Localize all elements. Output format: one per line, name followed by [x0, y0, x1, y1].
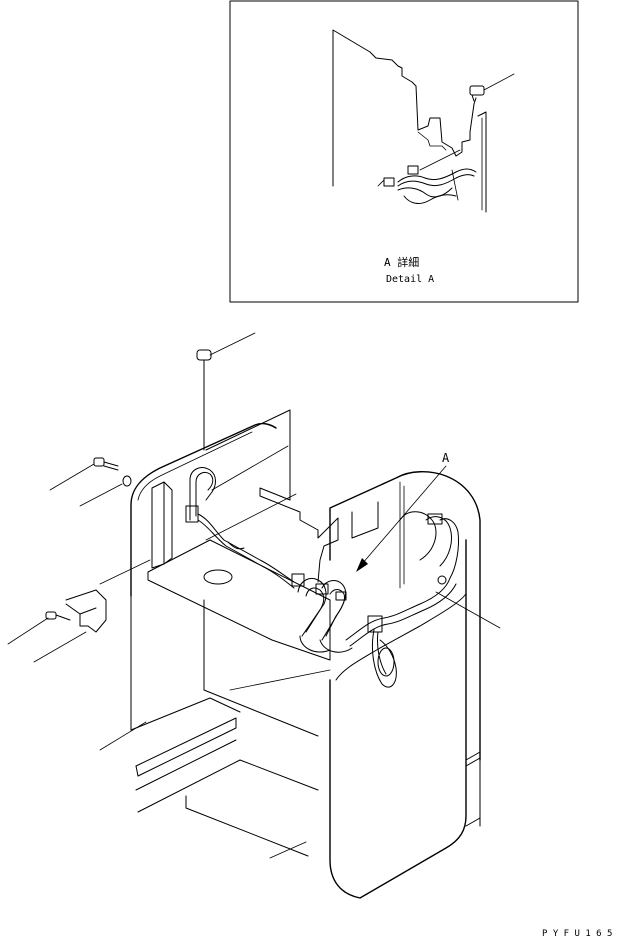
main-assembly: A — [8, 333, 500, 898]
left-cover-outline — [131, 424, 276, 596]
detail-caption-en: Detail A — [386, 274, 434, 285]
right-housing — [330, 472, 500, 898]
detail-panel-inner — [418, 132, 446, 150]
callout-a-arrowhead — [356, 558, 368, 572]
detail-a-inset: A 詳細 Detail A — [230, 1, 578, 302]
left-bolt-washer — [50, 458, 131, 506]
detail-bolt — [470, 74, 514, 101]
floor-hole — [204, 570, 232, 584]
detail-caption-jp: A 詳細 — [384, 255, 419, 269]
drawing-code: P Y F U 1 6 5 — [542, 929, 612, 939]
left-cover-inner — [138, 432, 252, 500]
top-bolt — [197, 333, 255, 450]
callout-a-label: A — [442, 451, 450, 465]
lower-frame — [100, 600, 330, 858]
clip-bracket — [8, 560, 150, 662]
right-harness — [292, 512, 459, 687]
detail-panel-outline — [333, 30, 476, 186]
detail-harness — [378, 150, 476, 203]
left-harness — [186, 446, 296, 588]
detail-a-frame — [230, 1, 578, 302]
callout-a: A — [356, 451, 450, 572]
rear-panel — [206, 410, 338, 582]
floor-plate — [148, 540, 330, 660]
detail-right-plate — [478, 112, 486, 212]
left-bracket — [152, 482, 172, 568]
